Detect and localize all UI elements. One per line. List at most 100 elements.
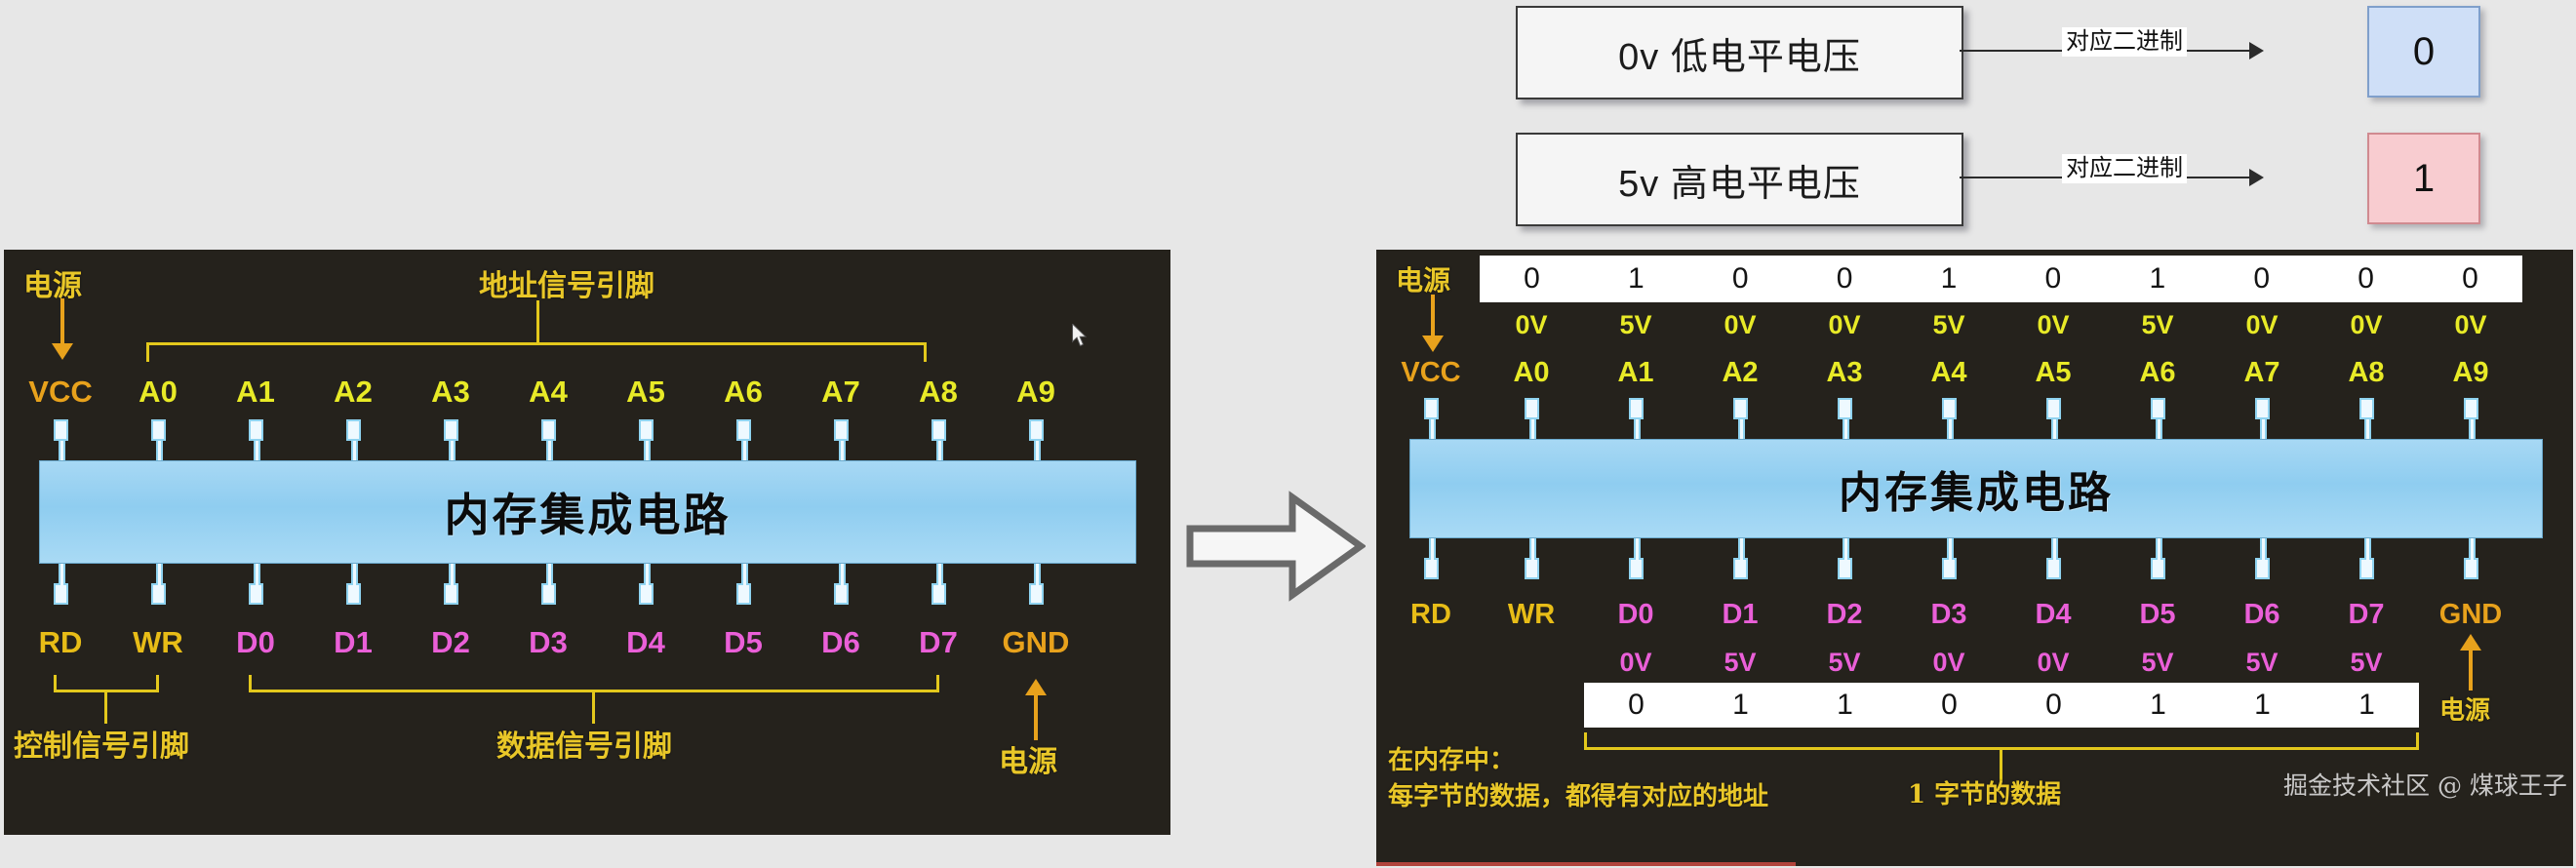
right-power-top-label: 电源 — [1396, 264, 1451, 296]
right-pin-label-a7: A7 — [2243, 357, 2280, 388]
left-pin-top-9 — [931, 419, 946, 462]
left-pin-bottom-10 — [1029, 564, 1044, 605]
left-pin-bottom-4 — [444, 564, 458, 605]
left-address-group-label: 地址信号引脚 — [479, 269, 654, 303]
legend-voltage-box-1: 5v 高电平电压 — [1516, 133, 1963, 226]
right-power-top-arrow-icon — [1422, 335, 1444, 352]
legend-arrowhead-1 — [2249, 169, 2264, 186]
left-control-group-label: 控制信号引脚 — [14, 730, 189, 764]
address-bit: 0 — [2462, 262, 2478, 295]
left-power-bottom-arrow-icon — [1025, 679, 1047, 695]
right-pin-label-rd: RD — [1410, 599, 1451, 630]
legend-arrow-label-0: 对应二进制 — [2062, 27, 2187, 58]
left-pin-label-d2: D2 — [431, 625, 470, 659]
left-pin-top-10 — [1029, 419, 1044, 462]
left-pin-label-a8: A8 — [919, 375, 958, 409]
left-pin-label-d7: D7 — [919, 625, 958, 659]
left-data-group-label: 数据信号引脚 — [496, 730, 672, 764]
legend-arrow-label-1: 对应二进制 — [2062, 154, 2187, 184]
address-voltage: 0V — [1828, 310, 1861, 339]
right-pin-label-a0: A0 — [1513, 357, 1550, 388]
left-pin-bottom-7 — [736, 564, 751, 605]
address-bit: 1 — [1627, 262, 1645, 295]
right-pin-bottom-8 — [2255, 538, 2270, 579]
data-bit: 1 — [2358, 689, 2375, 721]
left-pin-label-d6: D6 — [821, 625, 860, 659]
left-pin-label-rd: RD — [38, 625, 83, 659]
legend-arrowhead-0 — [2249, 42, 2264, 59]
right-pin-bottom-1 — [1525, 538, 1539, 579]
right-pin-bottom-3 — [1733, 538, 1748, 579]
address-bit: 0 — [2253, 262, 2271, 295]
data-bit: 1 — [1837, 689, 1853, 721]
left-pin-label-d4: D4 — [626, 625, 665, 659]
left-address-bracket-tick — [536, 300, 539, 345]
right-pin-top-1 — [1525, 398, 1539, 441]
right-pin-bottom-10 — [2464, 538, 2478, 579]
left-chip-label: 内存集成电路 — [444, 489, 732, 541]
right-pin-label-a5: A5 — [2035, 357, 2072, 388]
right-pin-bottom-7 — [2151, 538, 2165, 579]
data-bit: 1 — [2150, 689, 2166, 721]
left-pin-bottom-8 — [834, 564, 849, 605]
right-pin-top-6 — [2046, 398, 2061, 441]
right-pin-label-d7: D7 — [2348, 599, 2385, 630]
right-pin-top-2 — [1629, 398, 1644, 441]
data-bit: 1 — [1732, 689, 1749, 721]
left-power-top-label: 电源 — [23, 269, 82, 303]
right-pin-label-a8: A8 — [2348, 357, 2385, 388]
left-address-bracket — [146, 342, 927, 362]
address-voltage: 0V — [2037, 310, 2070, 339]
address-bit: 1 — [1940, 262, 1958, 295]
left-pin-top-8 — [834, 419, 849, 462]
legend-voltage-box-0: 0v 低电平电压 — [1516, 6, 1963, 99]
data-voltage: 5V — [2245, 648, 2279, 677]
left-pin-bottom-3 — [346, 564, 361, 605]
left-pin-label-gnd: GND — [1002, 625, 1070, 659]
mouse-cursor-icon — [1072, 324, 1088, 347]
left-pin-label-a5: A5 — [626, 375, 665, 409]
right-pin-label-a9: A9 — [2452, 357, 2489, 388]
left-pin-label-a6: A6 — [724, 375, 763, 409]
right-pin-top-8 — [2255, 398, 2270, 441]
right-power-bottom-label: 电源 — [2439, 696, 2491, 726]
right-pin-top-10 — [2464, 398, 2478, 441]
right-pin-label-d1: D1 — [1722, 599, 1759, 630]
address-voltage: 0V — [2245, 310, 2279, 339]
address-bit: 0 — [2044, 262, 2062, 295]
right-pin-bottom-5 — [1942, 538, 1957, 579]
right-pin-label-vcc: VCC — [1401, 357, 1461, 388]
legend-binary-text-0: 0 — [2412, 29, 2436, 73]
left-power-bottom-line — [1034, 693, 1038, 740]
left-pin-top-6 — [639, 419, 654, 462]
address-bit: 0 — [2358, 262, 2374, 295]
left-pin-label-a4: A4 — [529, 375, 568, 409]
left-pin-label-d0: D0 — [236, 625, 275, 659]
left-power-bottom-label: 电源 — [999, 745, 1057, 779]
right-pin-label-wr: WR — [1507, 599, 1556, 630]
right-pin-label-d0: D0 — [1617, 599, 1654, 630]
address-bit: 0 — [1524, 262, 1540, 295]
legend-binary-value-1: 1 — [2367, 133, 2480, 224]
right-power-bottom-line — [2469, 648, 2473, 690]
left-pin-bottom-5 — [541, 564, 556, 605]
memory-note-title: 在内存中： — [1388, 746, 1516, 775]
left-pin-label-d5: D5 — [724, 625, 763, 659]
data-bit: 0 — [2045, 689, 2062, 721]
byte-group-bracket-tick — [2000, 748, 2002, 781]
left-pin-bottom-6 — [639, 564, 654, 605]
left-pin-top-3 — [346, 419, 361, 462]
data-bit: 0 — [1941, 689, 1958, 721]
address-bit: 0 — [1836, 262, 1853, 295]
left-memory-chip-panel: 电源 地址信号引脚 VCC A0 A1 A2 A3 A4 A5 A6 A7 — [4, 250, 1170, 835]
right-pin-bottom-9 — [2359, 538, 2374, 579]
address-voltage: 5V — [2141, 310, 2174, 339]
right-pin-label-a1: A1 — [1617, 357, 1654, 388]
right-pin-top-9 — [2359, 398, 2374, 441]
data-voltage: 0V — [1932, 648, 1965, 677]
left-pin-label-a9: A9 — [1016, 375, 1055, 409]
left-pin-top-5 — [541, 419, 556, 462]
right-power-top-line — [1431, 295, 1435, 337]
left-pin-bottom-2 — [249, 564, 263, 605]
